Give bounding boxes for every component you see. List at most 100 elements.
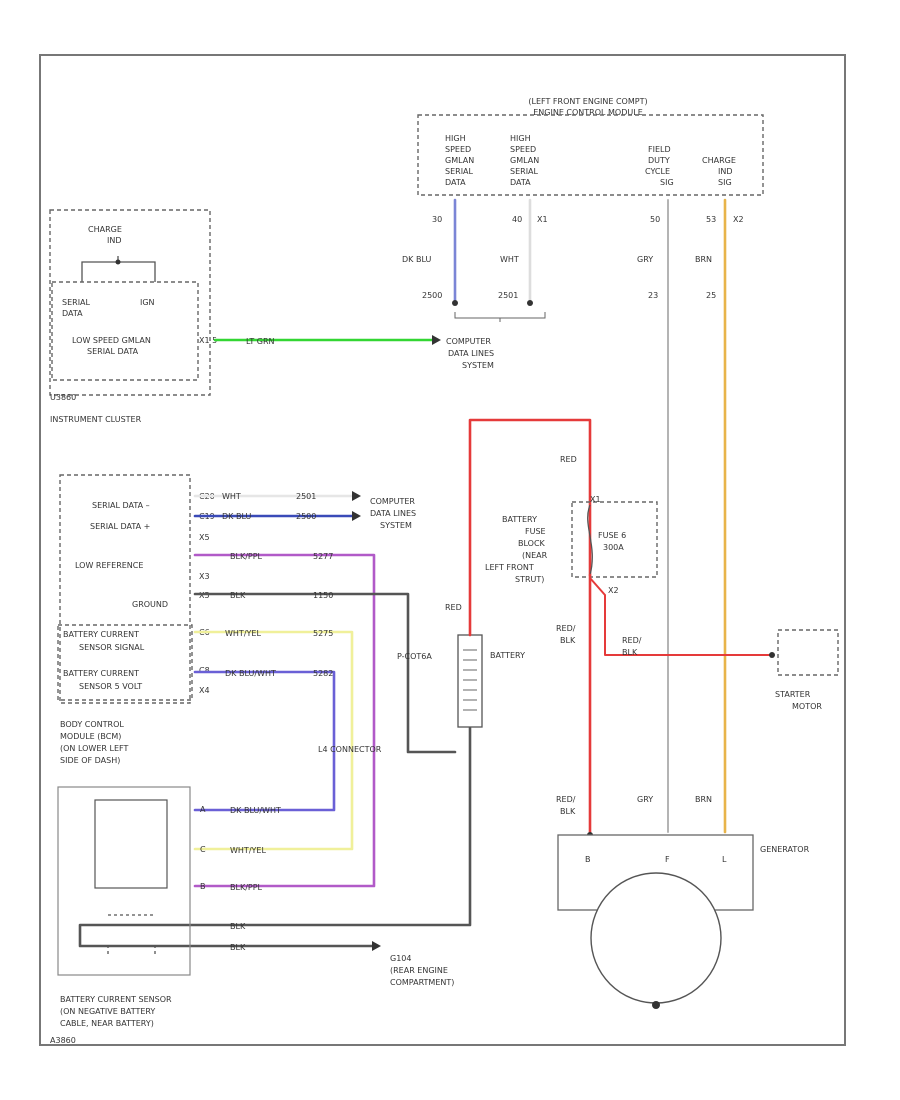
ecm-title-line2: ENGINE CONTROL MODULE [533,108,643,117]
ecm-circuit1: 2500 [422,291,442,300]
lt-grn-label: LT GRN [246,337,275,346]
svg-text:1150: 1150 [313,591,333,600]
svg-text:SERIAL DATA +: SERIAL DATA + [90,522,150,531]
ecm-circuit3: 23 [648,291,658,300]
svg-text:CYCLE: CYCLE [645,167,670,176]
svg-text:DK BLU/WHT: DK BLU/WHT [230,806,281,815]
svg-text:DK BLU/WHT: DK BLU/WHT [225,669,276,678]
ecm-pin3: 50 [650,215,660,224]
arrow-to-data-lines-top [432,335,441,345]
svg-text:WHT/YEL: WHT/YEL [230,846,266,855]
svg-text:RED/: RED/ [622,636,642,645]
ecm-pin2b: X1 [537,215,548,224]
svg-text:BLK: BLK [560,636,576,645]
wire-wht-yel-bcm [193,630,354,851]
ecm-pin4b: X2 [733,215,744,224]
sensor-label: BATTERY CURRENT SENSOR (ON NEGATIVE BATT… [60,995,172,1028]
data-lines-mid-label: COMPUTER DATA LINES SYSTEM [370,497,416,530]
svg-text:SIG: SIG [718,178,732,187]
svg-text:STRUT): STRUT) [515,575,544,584]
wire-red-blk-starter [589,577,771,656]
instrument-cluster: CHARGE IND SERIAL DATA IGN LOW SPEED GML… [49,209,217,424]
svg-text:C8: C8 [199,666,210,675]
svg-text:HIGH: HIGH [510,134,531,143]
svg-text:X4: X4 [199,686,210,695]
arrow-ground-g104 [372,941,381,951]
ecm-box [417,114,764,196]
svg-text:LOW REFERENCE: LOW REFERENCE [75,561,143,570]
svg-text:F: F [665,855,670,864]
svg-text:A: A [200,805,206,814]
ecm-node-2 [527,300,533,306]
svg-text:RED/: RED/ [556,624,576,633]
blk-label-1: BLK [230,922,246,931]
svg-text:GMLAN: GMLAN [510,156,539,165]
svg-text:B: B [200,882,206,891]
svg-text:HIGH: HIGH [445,134,466,143]
bcm-box [59,474,191,704]
fuse-rating: 300A [603,543,624,552]
svg-text:SYSTEM: SYSTEM [380,521,412,530]
wire-blk-ppl-bcm [193,553,376,888]
svg-text:5282: 5282 [313,669,333,678]
svg-text:IND: IND [107,236,122,245]
ecm-circuit4: 25 [706,291,716,300]
sensor-shunt [107,914,156,955]
bcm-label: BODY CONTROL MODULE (BCM) (ON LOWER LEFT… [60,720,128,765]
svg-text:SIG: SIG [660,178,674,187]
fuse-name: FUSE 6 [598,531,626,540]
battery-fuse-block: BATTERY FUSE BLOCK (NEAR LEFT FRONT STRU… [485,495,658,595]
ecm-pin2: 40 [512,215,522,224]
svg-text:BATTERY CURRENT: BATTERY CURRENT [63,630,139,639]
fuse-box [571,501,658,578]
svg-text:BATTERY: BATTERY [502,515,537,524]
fuse-element [587,504,593,576]
svg-text:COMPUTER: COMPUTER [446,337,491,346]
ecm-title-line1: (LEFT FRONT ENGINE COMPT) [528,97,647,106]
svg-text:G104: G104 [390,954,411,963]
battery-ground-text: P-COT6A [397,652,432,661]
svg-text:SERIAL DATA: SERIAL DATA [87,347,139,356]
svg-text:5275: 5275 [313,629,333,638]
svg-text:5277: 5277 [313,552,333,561]
svg-text:LOW SPEED GMLAN: LOW SPEED GMLAN [72,336,151,345]
svg-text:SPEED: SPEED [445,145,471,154]
ecm-pin4: 53 [706,215,716,224]
data-lines-bracket [454,312,546,322]
ecm-node-1 [452,300,458,306]
svg-text:BLK: BLK [560,807,576,816]
svg-text:FIELD: FIELD [648,145,671,154]
svg-text:SENSOR SIGNAL: SENSOR SIGNAL [79,643,145,652]
svg-text:GMLAN: GMLAN [445,156,474,165]
generator-ground-node [652,1001,660,1009]
ecm-wire1-color: DK BLU [402,255,431,264]
svg-text:SERIAL: SERIAL [445,167,474,176]
svg-text:BLOCK: BLOCK [518,539,546,548]
svg-text:BODY CONTROL: BODY CONTROL [60,720,124,729]
svg-text:(ON NEGATIVE BATTERY: (ON NEGATIVE BATTERY [60,1007,155,1016]
generator-label: GENERATOR [760,845,810,854]
svg-text:X5: X5 [199,533,210,542]
ecm-col4: CHARGE IND SIG [702,156,736,187]
svg-text:DATA: DATA [510,178,531,187]
fuse-block-label: BATTERY FUSE BLOCK (NEAR LEFT FRONT STRU… [485,515,548,584]
cluster-pin: X1 5 [199,336,217,345]
svg-text:MOTOR: MOTOR [792,702,822,711]
svg-text:DATA LINES: DATA LINES [370,509,416,518]
battery-splice-text: L4 CONNECTOR [318,745,382,754]
ecm-pin1: 30 [432,215,442,224]
ecm-wire2-color: WHT [500,255,519,264]
blk-label-2: BLK [230,943,246,952]
wire-dk-blu-wht-bcm [193,670,336,812]
svg-text:SERIAL DATA –: SERIAL DATA – [92,501,150,510]
ecm-col3: FIELD DUTY CYCLE SIG [645,145,674,187]
charge-indicator-node [115,259,121,265]
arrow-bcm-dkblu [352,511,361,521]
svg-text:X3: X3 [199,572,210,581]
battery-body [457,634,483,728]
svg-text:CABLE, NEAR BATTERY): CABLE, NEAR BATTERY) [60,1019,154,1028]
svg-text:LEFT FRONT: LEFT FRONT [485,563,534,572]
svg-text:2501: 2501 [296,492,316,501]
svg-text:DK BLU: DK BLU [222,512,251,521]
